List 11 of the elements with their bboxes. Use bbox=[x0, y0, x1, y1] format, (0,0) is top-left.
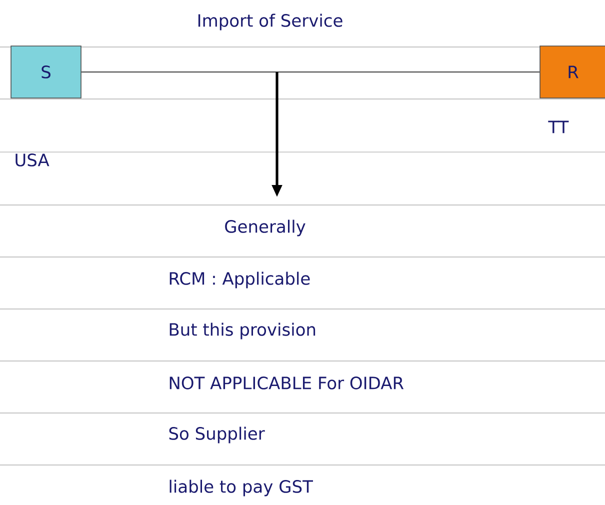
note-text: So Supplier bbox=[169, 426, 265, 444]
heading-text: Generally bbox=[225, 220, 306, 236]
note-text: NOT APPLICABLE For OIDAR bbox=[170, 376, 404, 390]
party-box: S bbox=[10, 46, 82, 98]
party-box: R bbox=[540, 46, 605, 98]
note-text: But this provision bbox=[170, 322, 316, 340]
party-label: USA bbox=[16, 154, 50, 166]
title: Import of Service bbox=[198, 14, 342, 30]
party-label: TT bbox=[548, 120, 569, 134]
note-text: liable to pay GST bbox=[170, 480, 313, 496]
note-text: RCM : Applicable bbox=[170, 272, 310, 288]
